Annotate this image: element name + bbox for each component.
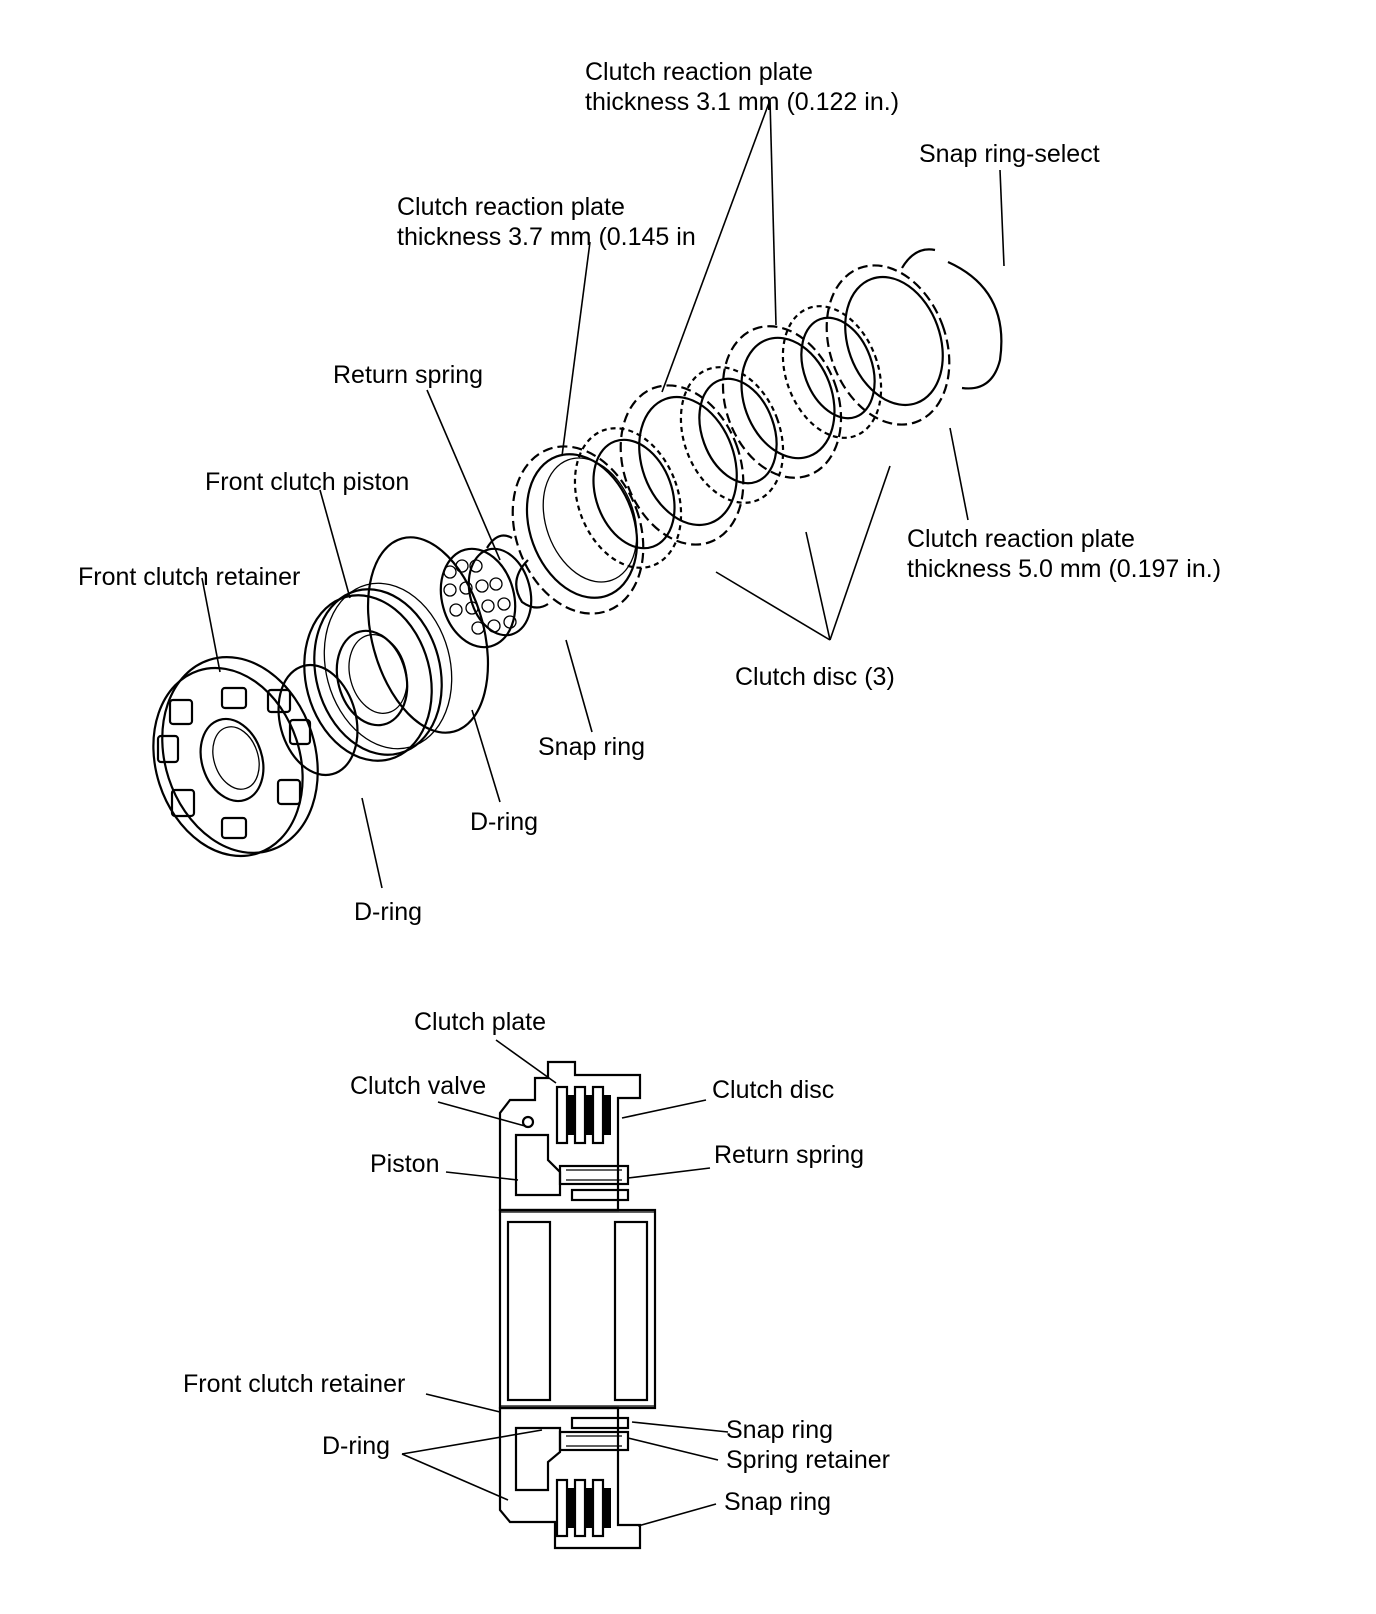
svg-text:Clutch reaction plate: Clutch reaction plate [585,58,813,86]
snap-ring-select-part [901,248,1003,390]
section-return-spring-upper [558,1164,630,1202]
section-hub-right-wall [613,1220,649,1402]
spring-retainer-ring-part [486,534,513,549]
label-d-ring-outer: D-ring [354,898,422,926]
section-clutch-valve [521,1115,535,1129]
section-return-spring-lower [558,1416,630,1452]
label-section-snap-ring-upper: Snap ring [726,1416,833,1444]
label-reaction-plate-mid-line1: Clutch reaction plate [397,193,625,221]
front-clutch-retainer-part [152,656,319,858]
svg-text:Clutch reaction plate: Clutch reaction plate [397,193,625,221]
label-section-clutch-valve: Clutch valve [350,1072,486,1100]
exploded-view: Clutch reaction plate thickness 3.1 mm (… [78,58,1221,926]
label-section-piston: Piston [370,1150,439,1178]
label-section-clutch-disc: Clutch disc [712,1076,834,1104]
label-snap-ring-select: Snap ring-select [919,140,1100,168]
clutch-disc-1-part [573,427,683,569]
svg-text:Clutch reaction plate: Clutch reaction plate [907,525,1135,553]
label-reaction-plate-thin-line2: thickness 3.1 mm (0.122 in.) [585,88,899,116]
section-hub-left-wall [506,1220,552,1402]
section-view: Clutch plate Clutch valve Clutch disc Pi… [183,1008,890,1550]
label-snap-ring: Snap ring [538,733,645,761]
section-piston-upper [514,1133,562,1197]
label-front-clutch-piston: Front clutch piston [205,468,409,496]
label-section-d-ring: D-ring [322,1432,390,1460]
return-spring-part [439,547,533,649]
snap-ring-part [515,559,549,609]
clutch-disc-3-part [781,305,883,439]
exploded-leader-lines [201,99,1005,889]
reaction-plate-thin-2-part [721,325,843,479]
svg-text:thickness 3.1 mm (0.122 in.): thickness 3.1 mm (0.122 in.) [585,88,899,116]
label-return-spring: Return spring [333,361,483,389]
reaction-plate-thick-part [825,264,951,426]
section-piston-lower [514,1426,562,1492]
section-clutch-pack-lower [555,1478,611,1538]
section-hub [498,1208,657,1410]
label-d-ring-inner: D-ring [470,808,538,836]
label-reaction-plate-thin-line1: Clutch reaction plate [585,58,813,86]
clutch-disc-2-part [679,366,785,504]
section-leader-lines [401,1039,729,1527]
label-reaction-plate-thick-line2: thickness 5.0 mm (0.197 in.) [907,555,1221,583]
label-section-front-clutch-retainer: Front clutch retainer [183,1370,405,1398]
label-section-snap-ring-lower: Snap ring [724,1488,831,1516]
front-clutch-piston-part [303,582,453,762]
label-section-clutch-plate: Clutch plate [414,1008,546,1036]
label-clutch-disc-3: Clutch disc (3) [735,663,895,691]
section-retainer-outline-lower [498,1406,642,1550]
label-reaction-plate-thick-line1: Clutch reaction plate [907,525,1135,553]
label-section-spring-retainer: Spring retainer [726,1446,890,1474]
svg-text:thickness 5.0 mm (0.197 in.): thickness 5.0 mm (0.197 in.) [907,555,1221,583]
label-section-return-spring: Return spring [714,1141,864,1169]
label-front-clutch-retainer: Front clutch retainer [78,563,300,591]
label-reaction-plate-mid-line2: thickness 3.7 mm (0.145 in [397,223,696,251]
reaction-plate-mid-part [511,445,645,615]
section-retainer-outline [498,1060,642,1212]
reaction-plate-thin-1-part [619,384,745,546]
section-clutch-pack-upper [555,1085,611,1145]
svg-text:thickness 3.7 mm (0.145 in: thickness 3.7 mm (0.145 in [397,223,696,251]
